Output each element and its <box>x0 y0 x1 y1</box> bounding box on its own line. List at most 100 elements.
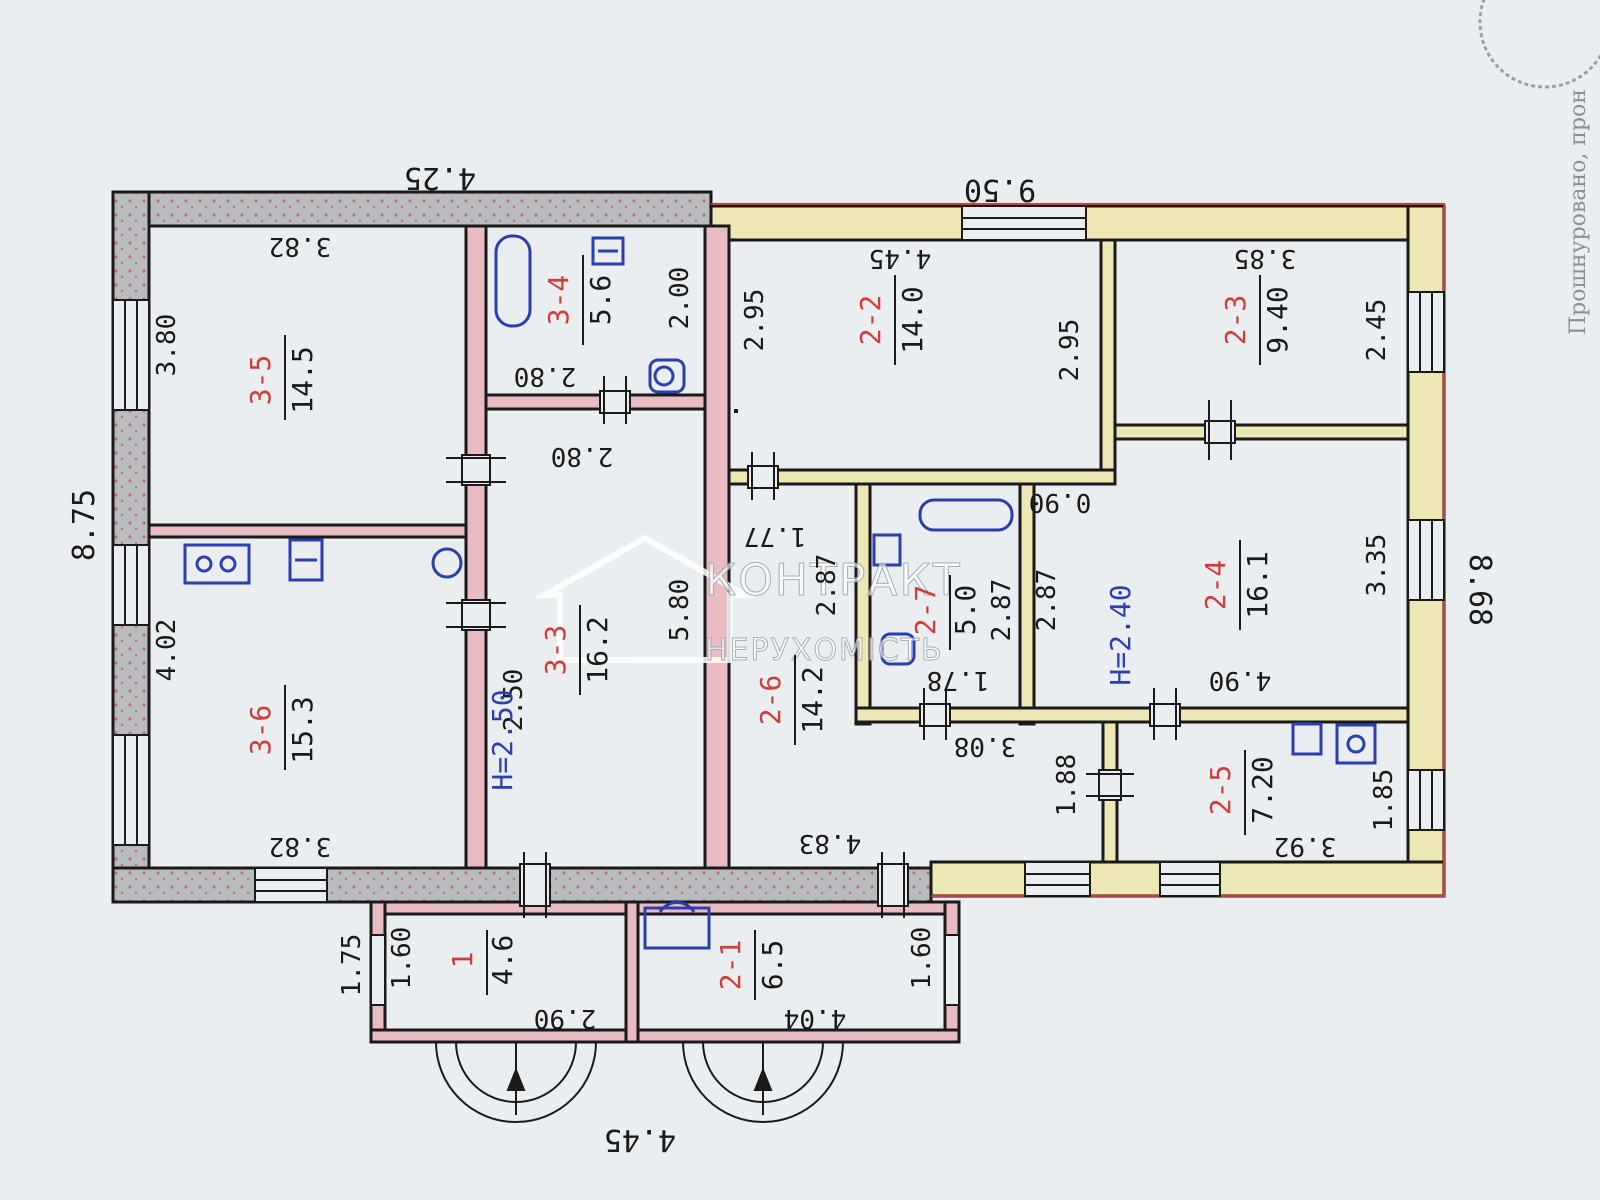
room-2-5-width-top: 3.08 <box>954 731 1017 761</box>
room-2-3-height: 2.45 <box>1362 299 1392 362</box>
porch-wall-bottom <box>369 1028 961 1044</box>
window-top-1 <box>961 205 1087 241</box>
stamp-seal <box>1478 0 1600 89</box>
wall-2-2-bottom <box>727 468 1117 486</box>
wall-2-7-right <box>1018 482 1036 726</box>
wall-2-2-right <box>1099 238 1117 480</box>
sink-icon-3 <box>872 533 902 567</box>
window-bottom-2 <box>1024 861 1091 897</box>
wall-interior-2 <box>703 224 731 870</box>
room-1-number: 1 <box>446 952 479 969</box>
overall-bottom: 4.45 <box>604 1122 676 1157</box>
room-3-6-number: 3-6 <box>244 705 277 756</box>
wall-2-7-left <box>854 482 872 726</box>
room-3-5-area: 14.5 <box>286 346 319 413</box>
window-left-1 <box>112 299 150 411</box>
stove-icon <box>183 543 251 585</box>
bathtub-icon <box>494 234 532 328</box>
room-2-2-number: 2-2 <box>854 295 887 346</box>
door-7 <box>919 688 951 740</box>
room-2-6-area: 14.2 <box>796 666 829 733</box>
room-3-5-height: 3.80 <box>152 314 182 377</box>
door-9 <box>519 852 551 918</box>
room-2-4-number: 2-4 <box>1199 560 1232 611</box>
door-4 <box>747 452 779 500</box>
room-2-1-area: 6.5 <box>756 940 789 991</box>
room-3-4-height: 2.00 <box>665 267 695 330</box>
watermark-subtitle: НЕРУХОМІСТЬ <box>705 633 944 668</box>
room-2-4-height-right: 3.35 <box>1362 534 1392 597</box>
window-bottom-1 <box>254 867 328 903</box>
room-3-4-number: 3-4 <box>542 275 575 326</box>
room-3-4-area: 5.6 <box>584 275 617 326</box>
room-3-4-width: 2.80 <box>514 361 577 391</box>
entrance-left-arc-outer <box>435 1041 597 1123</box>
toilet-icon <box>648 358 686 394</box>
boiler-icon <box>431 547 463 579</box>
wall-2-7-bottom <box>854 706 1410 724</box>
door-6 <box>1149 688 1181 740</box>
window-right-2 <box>1407 519 1445 601</box>
watermark: КОНТРАКТ НЕРУХОМІСТЬ <box>533 534 962 669</box>
overall-top-right: 9.50 <box>964 172 1036 207</box>
room-2-5-width-bottom: 3.92 <box>1274 831 1337 861</box>
room-3-3-area: 16.2 <box>581 616 614 683</box>
room-2-6-number: 2-6 <box>754 675 787 726</box>
room-3-5-number: 3-5 <box>244 355 277 406</box>
sink-icon-2 <box>288 538 324 582</box>
room-3-3-height: 5.80 <box>665 579 695 642</box>
room-3-3-height-left: 2.50 <box>499 669 529 732</box>
room-1-area: 4.6 <box>486 935 519 986</box>
room-2-2-height-left: 2.95 <box>740 289 770 352</box>
room-2-2-height-right: 2.95 <box>1055 319 1085 382</box>
room-2-7-area: 5.0 <box>949 585 982 636</box>
stove-icon-2 <box>1335 723 1377 765</box>
room-2-3-number: 2-3 <box>1219 295 1252 346</box>
doors <box>446 376 1236 918</box>
room-2-6-width-top: 1.77 <box>744 521 807 551</box>
room-2-5-height: 1.85 <box>1369 769 1399 832</box>
room-2-6-extra: 1.88 <box>1052 754 1082 817</box>
overall-left: 8.75 <box>67 489 102 561</box>
room-2-5-number: 2-5 <box>1204 765 1237 816</box>
watermark-house-icon <box>533 534 757 663</box>
door-5 <box>1204 400 1236 460</box>
door-10 <box>877 852 909 918</box>
wall-3-5-3-6 <box>147 523 468 539</box>
sink-icon <box>591 236 625 266</box>
window-porch-right <box>944 934 960 1006</box>
room-2-7-number: 2-7 <box>909 585 942 636</box>
wall-2-3-bottom <box>1113 423 1410 441</box>
overall-top-left: 4.25 <box>404 160 476 195</box>
watermark-title: КОНТРАКТ <box>705 555 962 606</box>
window-porch-left <box>370 934 386 1006</box>
room-2-6-width-bottom: 4.83 <box>799 828 862 858</box>
room-3-3-width: 2.80 <box>551 441 614 471</box>
wall-top-left <box>111 190 713 228</box>
porch-wall-mid <box>624 900 640 1044</box>
room-2-2-area: 14.0 <box>896 286 929 353</box>
entrance-right-arc-outer <box>682 1041 844 1123</box>
room-2-2-width: 4.45 <box>869 243 932 273</box>
wall-3-4-3-3 <box>484 393 707 411</box>
fixtures <box>183 234 1377 950</box>
room-2-4-width-top: 0.90 <box>1029 487 1092 517</box>
overall-right: 8.68 <box>1462 554 1497 626</box>
room-2-4-width-bottom: 4.90 <box>1209 665 1272 695</box>
room-3-6-height: 4.02 <box>152 619 182 682</box>
room-3-3-number: 3-3 <box>539 625 572 676</box>
door-11 <box>734 409 738 413</box>
door-8 <box>1086 769 1134 801</box>
window-right-1 <box>1407 291 1445 373</box>
room-2-3-width: 3.85 <box>1234 243 1297 273</box>
window-left-3 <box>112 734 150 846</box>
room-2-3-area: 9.40 <box>1261 286 1294 353</box>
room-2-7-width: 1.78 <box>927 665 990 695</box>
door-2 <box>446 599 506 631</box>
toilet-icon-2 <box>880 632 916 666</box>
room-3-6-area: 15.3 <box>286 696 319 763</box>
room-2-5-area: 7.20 <box>1246 756 1279 823</box>
room-3-5-width: 3.82 <box>269 231 332 261</box>
